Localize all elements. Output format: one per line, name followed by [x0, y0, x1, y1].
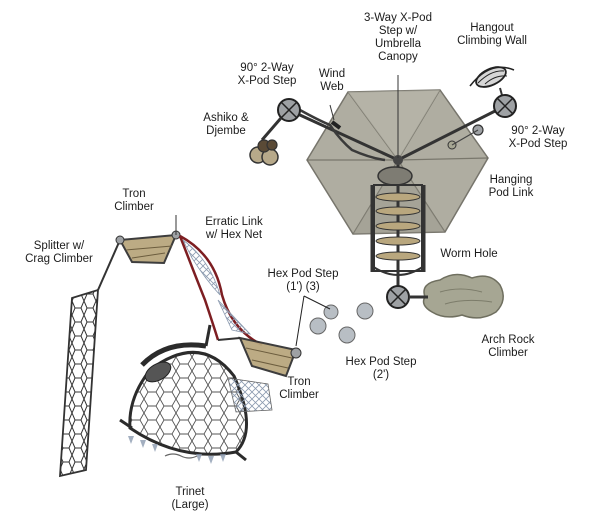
- tron-climber-top: [116, 231, 180, 263]
- label-tron-climber-bottom: Tron Climber: [268, 376, 330, 402]
- label-hex-pod-step-1: Hex Pod Step (1') (3): [258, 268, 348, 294]
- hex-pod-steps: [310, 303, 373, 343]
- label-x-pod-90-left: 90° 2-Way X-Pod Step: [225, 62, 309, 88]
- label-hex-pod-step-2: Hex Pod Step (2'): [336, 356, 426, 382]
- label-hangout-climbing-wall: Hangout Climbing Wall: [440, 22, 544, 48]
- label-arch-rock-climber: Arch Rock Climber: [468, 334, 548, 360]
- label-erratic-link: Erratic Link w/ Hex Net: [192, 216, 276, 242]
- arch-rock-climber: [424, 274, 504, 317]
- label-splitter: Splitter w/ Crag Climber: [12, 240, 106, 266]
- ashiko-djembe-drums: [250, 140, 278, 165]
- label-x-pod-3way: 3-Way X-Pod Step w/ Umbrella Canopy: [356, 12, 440, 64]
- label-wind-web: Wind Web: [310, 68, 354, 94]
- label-trinet-large: Trinet (Large): [158, 486, 222, 512]
- label-hanging-pod-link: Hanging Pod Link: [476, 174, 546, 200]
- x-pod-step-90-left: [262, 99, 300, 140]
- x-pod-step-90-right: [494, 95, 516, 117]
- splitter-crag-climber: [60, 240, 120, 476]
- label-worm-hole: Worm Hole: [430, 248, 508, 261]
- x-pod-step-bottom: [387, 286, 428, 308]
- label-x-pod-90-right: 90° 2-Way X-Pod Step: [496, 125, 580, 151]
- label-tron-climber-top: Tron Climber: [106, 188, 162, 214]
- label-ashiko-djembe: Ashiko & Djembe: [194, 112, 258, 138]
